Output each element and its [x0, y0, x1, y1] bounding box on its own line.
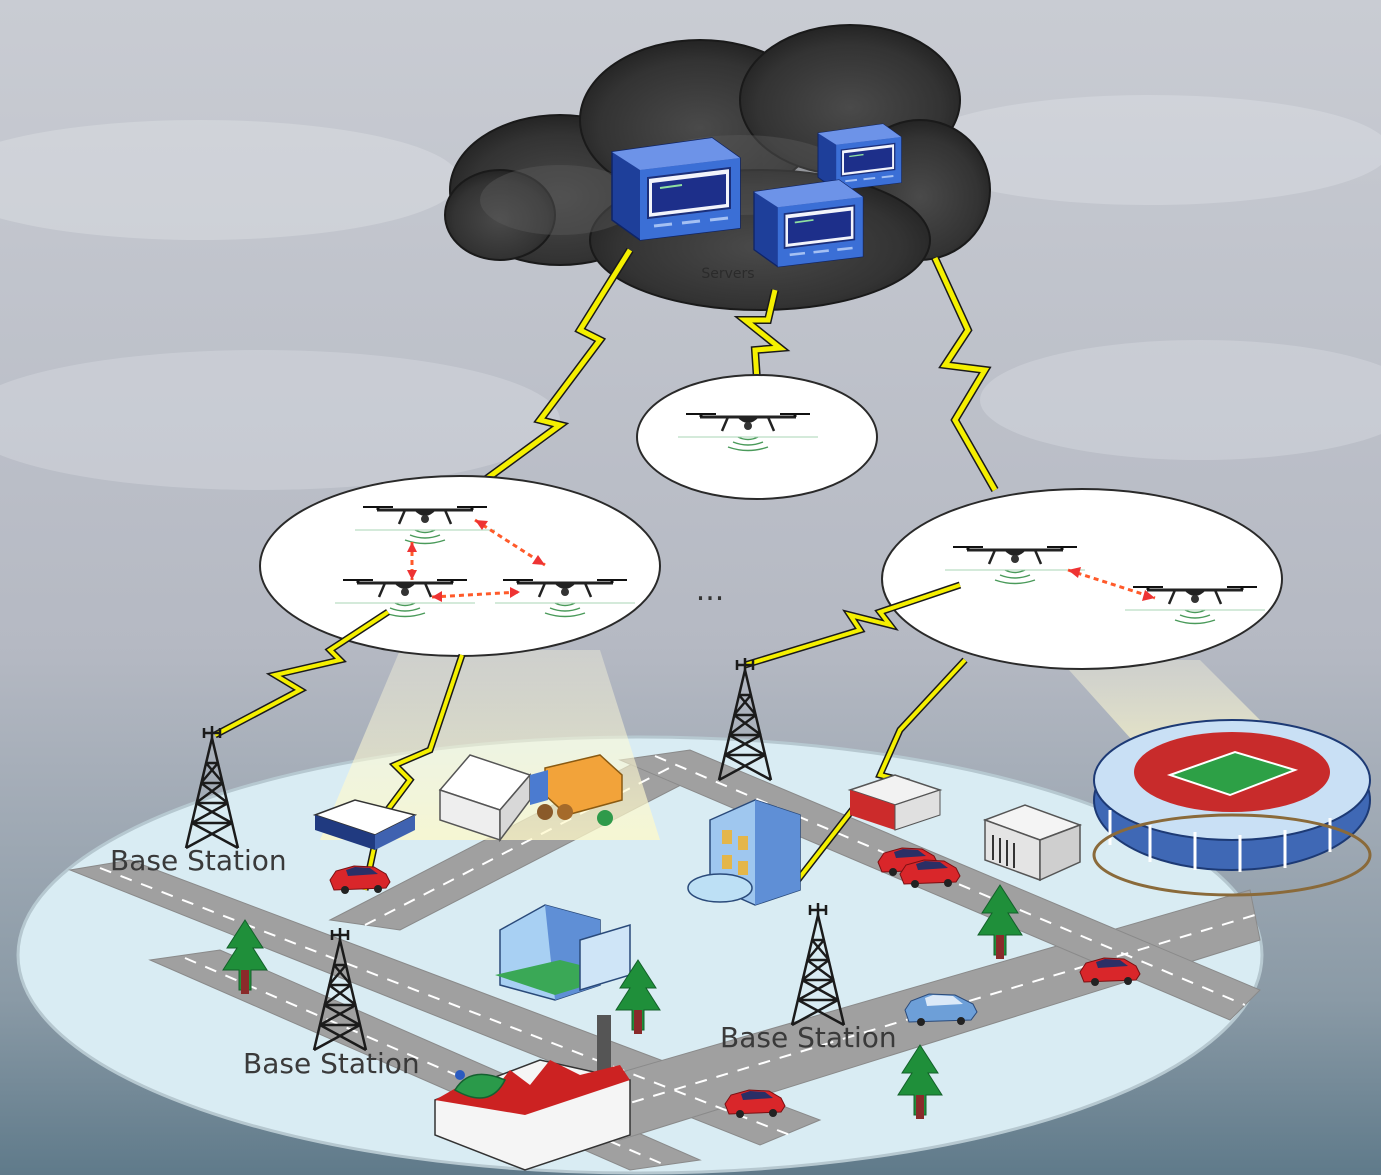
satellite-dish-icon	[453, 1070, 507, 1099]
lightning-link-icon	[213, 609, 390, 739]
servers-label: Servers	[701, 266, 754, 282]
d2d-arrowheads	[407, 520, 545, 602]
building-icon	[312, 799, 418, 850]
uav-cluster-right	[881, 488, 1283, 670]
house-icon	[438, 754, 532, 843]
server-icon	[610, 136, 742, 242]
base-station-label: Base Station	[243, 1047, 420, 1080]
uav-cluster-left	[259, 475, 661, 657]
d2d-link	[1067, 567, 1156, 601]
stadium-icon	[1092, 719, 1372, 897]
lightning-link-icon	[743, 581, 962, 669]
car-icon	[904, 993, 978, 1026]
sky-haze	[0, 95, 1381, 490]
lightning-link-icon	[931, 256, 999, 492]
base-station-label: Base Station	[110, 844, 287, 877]
city-ground	[16, 735, 1264, 1175]
ellipsis-label: ...	[696, 573, 725, 608]
base-station-label: Base Station	[720, 1021, 897, 1054]
lightning-link-icon	[733, 289, 791, 381]
building-icon	[687, 799, 801, 906]
server-icon	[817, 123, 903, 192]
building-icon	[847, 774, 943, 831]
server-icon	[752, 178, 865, 268]
building-icon	[982, 804, 1083, 882]
truck-icon	[530, 754, 623, 826]
uav-cluster-middle	[636, 374, 878, 500]
lightning-link-icon	[482, 247, 634, 484]
building-icon	[495, 904, 631, 1001]
